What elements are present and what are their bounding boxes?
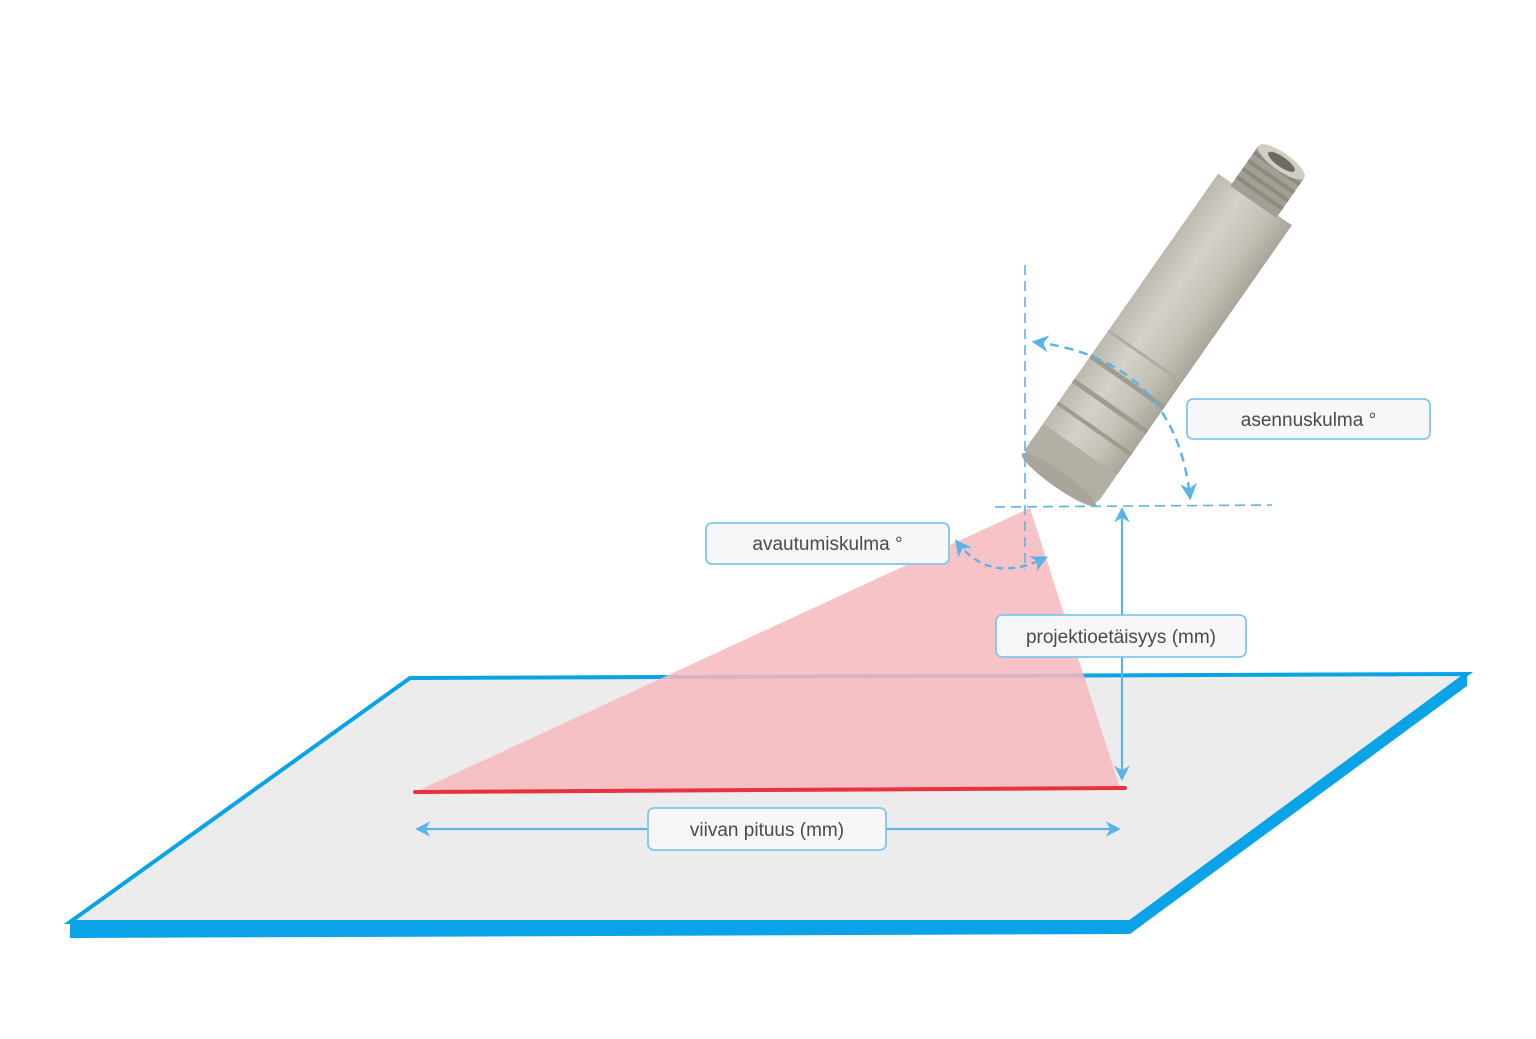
laser-line [413, 786, 1127, 794]
mounting-angle-label: asennuskulma ° [1186, 398, 1431, 440]
horizontal-reference-line [994, 504, 1273, 508]
cylindrical-laser-sensor-icon [1021, 144, 1305, 507]
line-length-label: viivan pituus (mm) [647, 807, 887, 851]
mounting-angle-text: asennuskulma ° [1241, 410, 1376, 431]
line-length-text: viivan pituus (mm) [690, 820, 844, 841]
opening-angle-label: avautumiskulma ° [705, 522, 950, 565]
opening-angle-arc [954, 539, 1049, 572]
plate-right-edge [1130, 674, 1467, 934]
plate-front-edge [70, 922, 1130, 938]
mounting-angle-arc [1031, 335, 1197, 501]
opening-angle-text: avautumiskulma ° [752, 534, 902, 555]
projection-distance-text: projektioetäisyys (mm) [1026, 627, 1216, 648]
projection-distance-label: projektioetäisyys (mm) [995, 614, 1247, 658]
laser-fan [415, 508, 1120, 792]
